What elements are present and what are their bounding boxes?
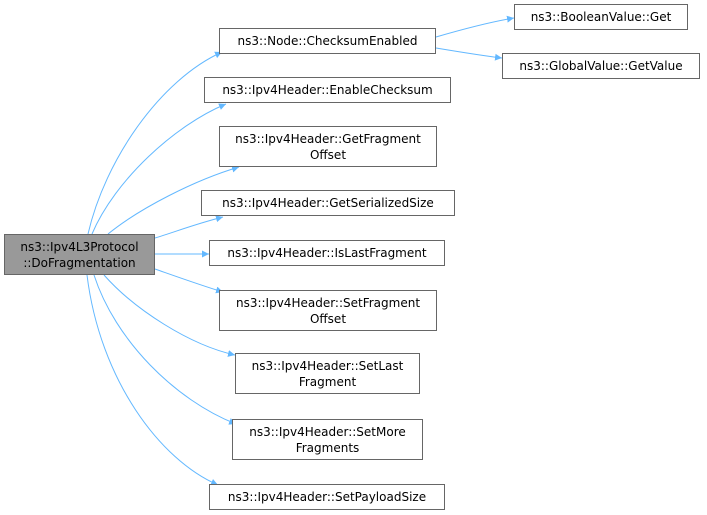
node-ipv4l3protocol-dofragmentation[interactable]: ns3::Ipv4L3Protocol ::DoFragmentation [4, 234, 155, 275]
node-set-more-fragments[interactable]: ns3::Ipv4Header::SetMore Fragments [232, 419, 423, 460]
node-label-line1: ns3::Ipv4Header::EnableChecksum [222, 83, 433, 97]
node-label-line2: Offset [309, 311, 347, 326]
node-label-line1: ns3::Ipv4Header::GetFragment [235, 131, 421, 146]
node-enable-checksum[interactable]: ns3::Ipv4Header::EnableChecksum [204, 77, 451, 103]
edge-root-to-set-more-fragments [93, 274, 237, 425]
node-label-line1: ns3::Node::ChecksumEnabled [237, 34, 418, 48]
node-checksum-enabled[interactable]: ns3::Node::ChecksumEnabled [219, 28, 436, 54]
edge-root-to-enable-checksum [91, 103, 227, 235]
edge-root-to-checksum-enabled [87, 51, 223, 235]
node-label-line2: ::DoFragmentation [23, 255, 136, 270]
node-get-fragment-offset[interactable]: ns3::Ipv4Header::GetFragment Offset [219, 126, 437, 167]
node-label-line1: ns3::Ipv4Header::GetSerializedSize [222, 196, 434, 210]
node-label-line1: ns3::Ipv4Header::SetPayloadSize [227, 490, 427, 504]
edge-checksum-enabled-to-boolean-get [435, 15, 515, 38]
edge-root-to-set-last-fragment [103, 274, 236, 357]
node-label-line1: ns3::Ipv4Header::SetMore [249, 424, 406, 439]
node-label-line2: Fragment [298, 374, 357, 389]
node-label-line2: Fragments [295, 440, 360, 455]
node-label-line1: ns3::Ipv4Header::SetFragment [235, 295, 421, 310]
node-label-line1: ns3::Ipv4L3Protocol [20, 239, 139, 254]
edge-root-to-get-fragment-offset [107, 165, 240, 235]
node-set-payload-size[interactable]: ns3::Ipv4Header::SetPayloadSize [209, 484, 445, 510]
edge-root-to-set-payload-size [86, 274, 219, 486]
node-label-line1: ns3::Ipv4Header::IsLastFragment [227, 246, 427, 260]
node-set-fragment-offset[interactable]: ns3::Ipv4Header::SetFragment Offset [219, 290, 437, 331]
edge-root-to-set-fragment-offset [154, 268, 224, 294]
node-get-serialized-size[interactable]: ns3::Ipv4Header::GetSerializedSize [201, 190, 455, 216]
edge-root-to-get-serialized-size [154, 215, 224, 239]
node-global-value-get-value[interactable]: ns3::GlobalValue::GetValue [502, 53, 700, 79]
edge-checksum-enabled-to-global-get-value [435, 47, 503, 61]
node-label-line2: Offset [309, 147, 347, 162]
node-label-line1: ns3::Ipv4Header::SetLast [251, 358, 404, 373]
node-label-line1: ns3::BooleanValue::Get [530, 10, 672, 24]
node-boolean-value-get[interactable]: ns3::BooleanValue::Get [514, 4, 688, 30]
node-is-last-fragment[interactable]: ns3::Ipv4Header::IsLastFragment [209, 240, 445, 266]
node-label-line1: ns3::GlobalValue::GetValue [519, 59, 683, 73]
node-set-last-fragment[interactable]: ns3::Ipv4Header::SetLast Fragment [235, 353, 420, 394]
